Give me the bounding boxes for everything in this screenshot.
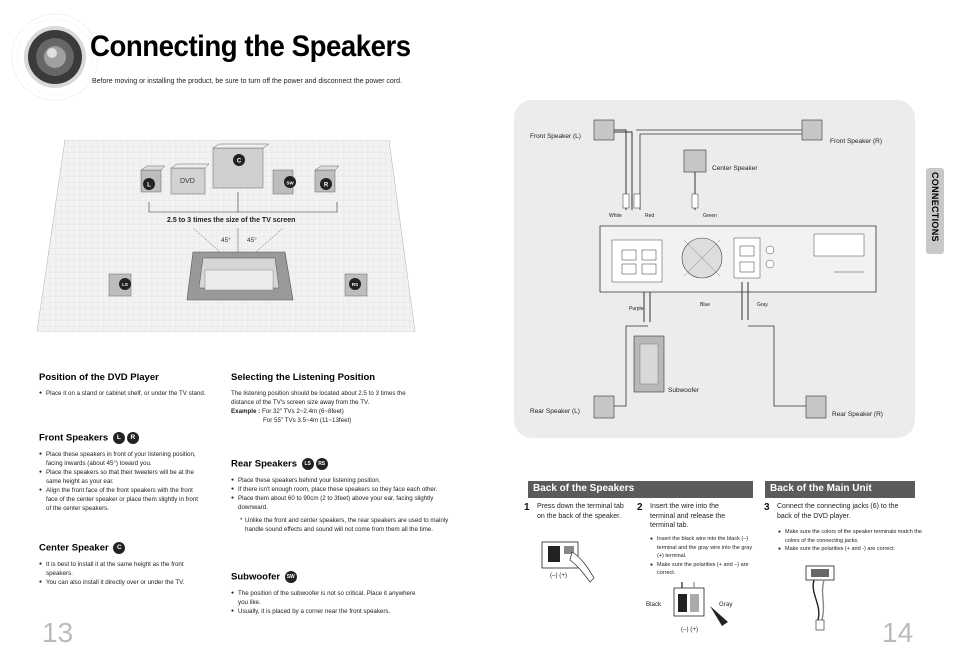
jack-connector-illustration xyxy=(805,565,835,631)
svg-text:Green: Green xyxy=(703,213,717,219)
gray-wire-label: Gray xyxy=(719,601,733,608)
front-bullets: Place these speakers in front of your li… xyxy=(39,450,199,513)
center-speaker xyxy=(212,143,270,189)
svg-text:Front Speaker (L): Front Speaker (L) xyxy=(530,133,581,140)
badge-l: L xyxy=(112,432,125,444)
svg-text:DVD: DVD xyxy=(180,178,195,185)
svg-text:SW: SW xyxy=(286,181,294,186)
back-of-main-unit-bar: Back of the Main Unit xyxy=(765,481,915,498)
svg-text:LS: LS xyxy=(122,282,128,287)
page-number-left: 13 xyxy=(42,617,74,648)
badge-r: R xyxy=(126,432,139,444)
svg-text:Rear Speaker (L): Rear Speaker (L) xyxy=(530,408,580,415)
position-heading: Position of the DVD Player xyxy=(39,372,159,383)
connection-diagram: Front Speaker (L) Front Speaker (R) Cent… xyxy=(530,119,883,419)
badge-rs: RS xyxy=(315,458,328,470)
dvd-player: DVD xyxy=(170,163,210,195)
step-3-text: Connect the connecting jacks (6) to the … xyxy=(777,503,899,520)
center-bullets: It is best to install it at the same hei… xyxy=(39,560,199,587)
step-3-number: 3 xyxy=(764,502,770,513)
subwoofer-section: Subwoofer SW The position of the subwoof… xyxy=(231,571,421,616)
listening-text: The listening position should be located… xyxy=(231,390,406,406)
page-subtitle: Before moving or installing the product,… xyxy=(92,78,402,85)
position-section: Position of the DVD Player Place it on a… xyxy=(39,372,219,398)
room-layout-diagram: DVD L C SW R 2.5 to 3 times the size of … xyxy=(37,140,416,332)
polarity-label-1: (–) (+) xyxy=(550,572,568,579)
rear-note: * Unlike the front and center speakers, … xyxy=(240,517,449,533)
step-2-number: 2 xyxy=(637,502,643,513)
svg-text:45°: 45° xyxy=(247,236,257,244)
svg-text:Center Speaker: Center Speaker xyxy=(712,165,758,172)
svg-text:R: R xyxy=(324,183,329,189)
badge-sw: SW xyxy=(284,571,297,583)
tab-connections: CONNECTIONS xyxy=(926,168,944,254)
black-wire-label: Black xyxy=(646,601,662,608)
center-heading: Center Speaker C xyxy=(39,542,199,554)
svg-text:White: White xyxy=(609,213,622,219)
svg-text:Subwoofer: Subwoofer xyxy=(668,387,700,394)
listening-example: Example : For 32" TVs 2~2.4m (6~8feet) xyxy=(231,408,344,415)
main-unit-back xyxy=(599,225,877,293)
svg-text:45°: 45° xyxy=(221,236,231,244)
step-1-number: 1 xyxy=(524,502,530,513)
front-section: Front Speakers LR Place these speakers i… xyxy=(39,432,199,513)
svg-text:Gray: Gray xyxy=(757,302,768,308)
badge-ls: LS xyxy=(301,458,314,470)
polarity-label-2: (–) (+) xyxy=(681,626,699,633)
page-title: Connecting the Speakers xyxy=(90,30,411,63)
listening-section: Selecting the Listening Position The lis… xyxy=(231,372,411,425)
terminal-press-illustration xyxy=(541,541,595,583)
svg-text:Red: Red xyxy=(645,213,654,219)
subwoofer-bullets: The position of the subwoofer is not so … xyxy=(231,589,421,616)
wire-insert-illustration xyxy=(673,582,728,626)
svg-text:L: L xyxy=(147,183,151,189)
badge-c: C xyxy=(113,542,126,554)
svg-text:Front Speaker (R): Front Speaker (R) xyxy=(830,138,882,145)
svg-text:Purple: Purple xyxy=(629,306,644,312)
tv-distance-label: 2.5 to 3 times the size of the TV screen xyxy=(167,217,295,224)
speaker-logo-icon xyxy=(11,13,99,101)
listening-example-2: For 55" TVs 3.5~4m (11~13feet) xyxy=(263,417,352,424)
position-bullets: Place it on a stand or cabinet shelf, or… xyxy=(39,389,219,398)
step-1-text: Press down the terminal tab on the back … xyxy=(537,503,624,520)
step-3-bullets: Make sure the colors of the speaker term… xyxy=(778,528,923,554)
rear-bullets: Place these speakers behind your listeni… xyxy=(231,476,456,512)
svg-text:RS: RS xyxy=(352,282,358,287)
svg-text:C: C xyxy=(237,159,242,165)
center-section: Center Speaker C It is best to install i… xyxy=(39,542,199,587)
step-2-text: Insert the wire into the terminal and re… xyxy=(650,503,726,529)
back-of-speakers-bar: Back of the Speakers xyxy=(528,481,753,498)
subwoofer-heading: Subwoofer SW xyxy=(231,571,297,583)
page-number-right: 14 xyxy=(882,617,914,648)
svg-text:Blue: Blue xyxy=(700,302,710,308)
svg-text:Rear Speaker (R): Rear Speaker (R) xyxy=(832,411,883,418)
listening-heading: Selecting the Listening Position xyxy=(231,372,376,383)
listening-sofa xyxy=(186,251,294,301)
step-2-bullets: Insert the black wire into the black (–)… xyxy=(650,535,760,578)
